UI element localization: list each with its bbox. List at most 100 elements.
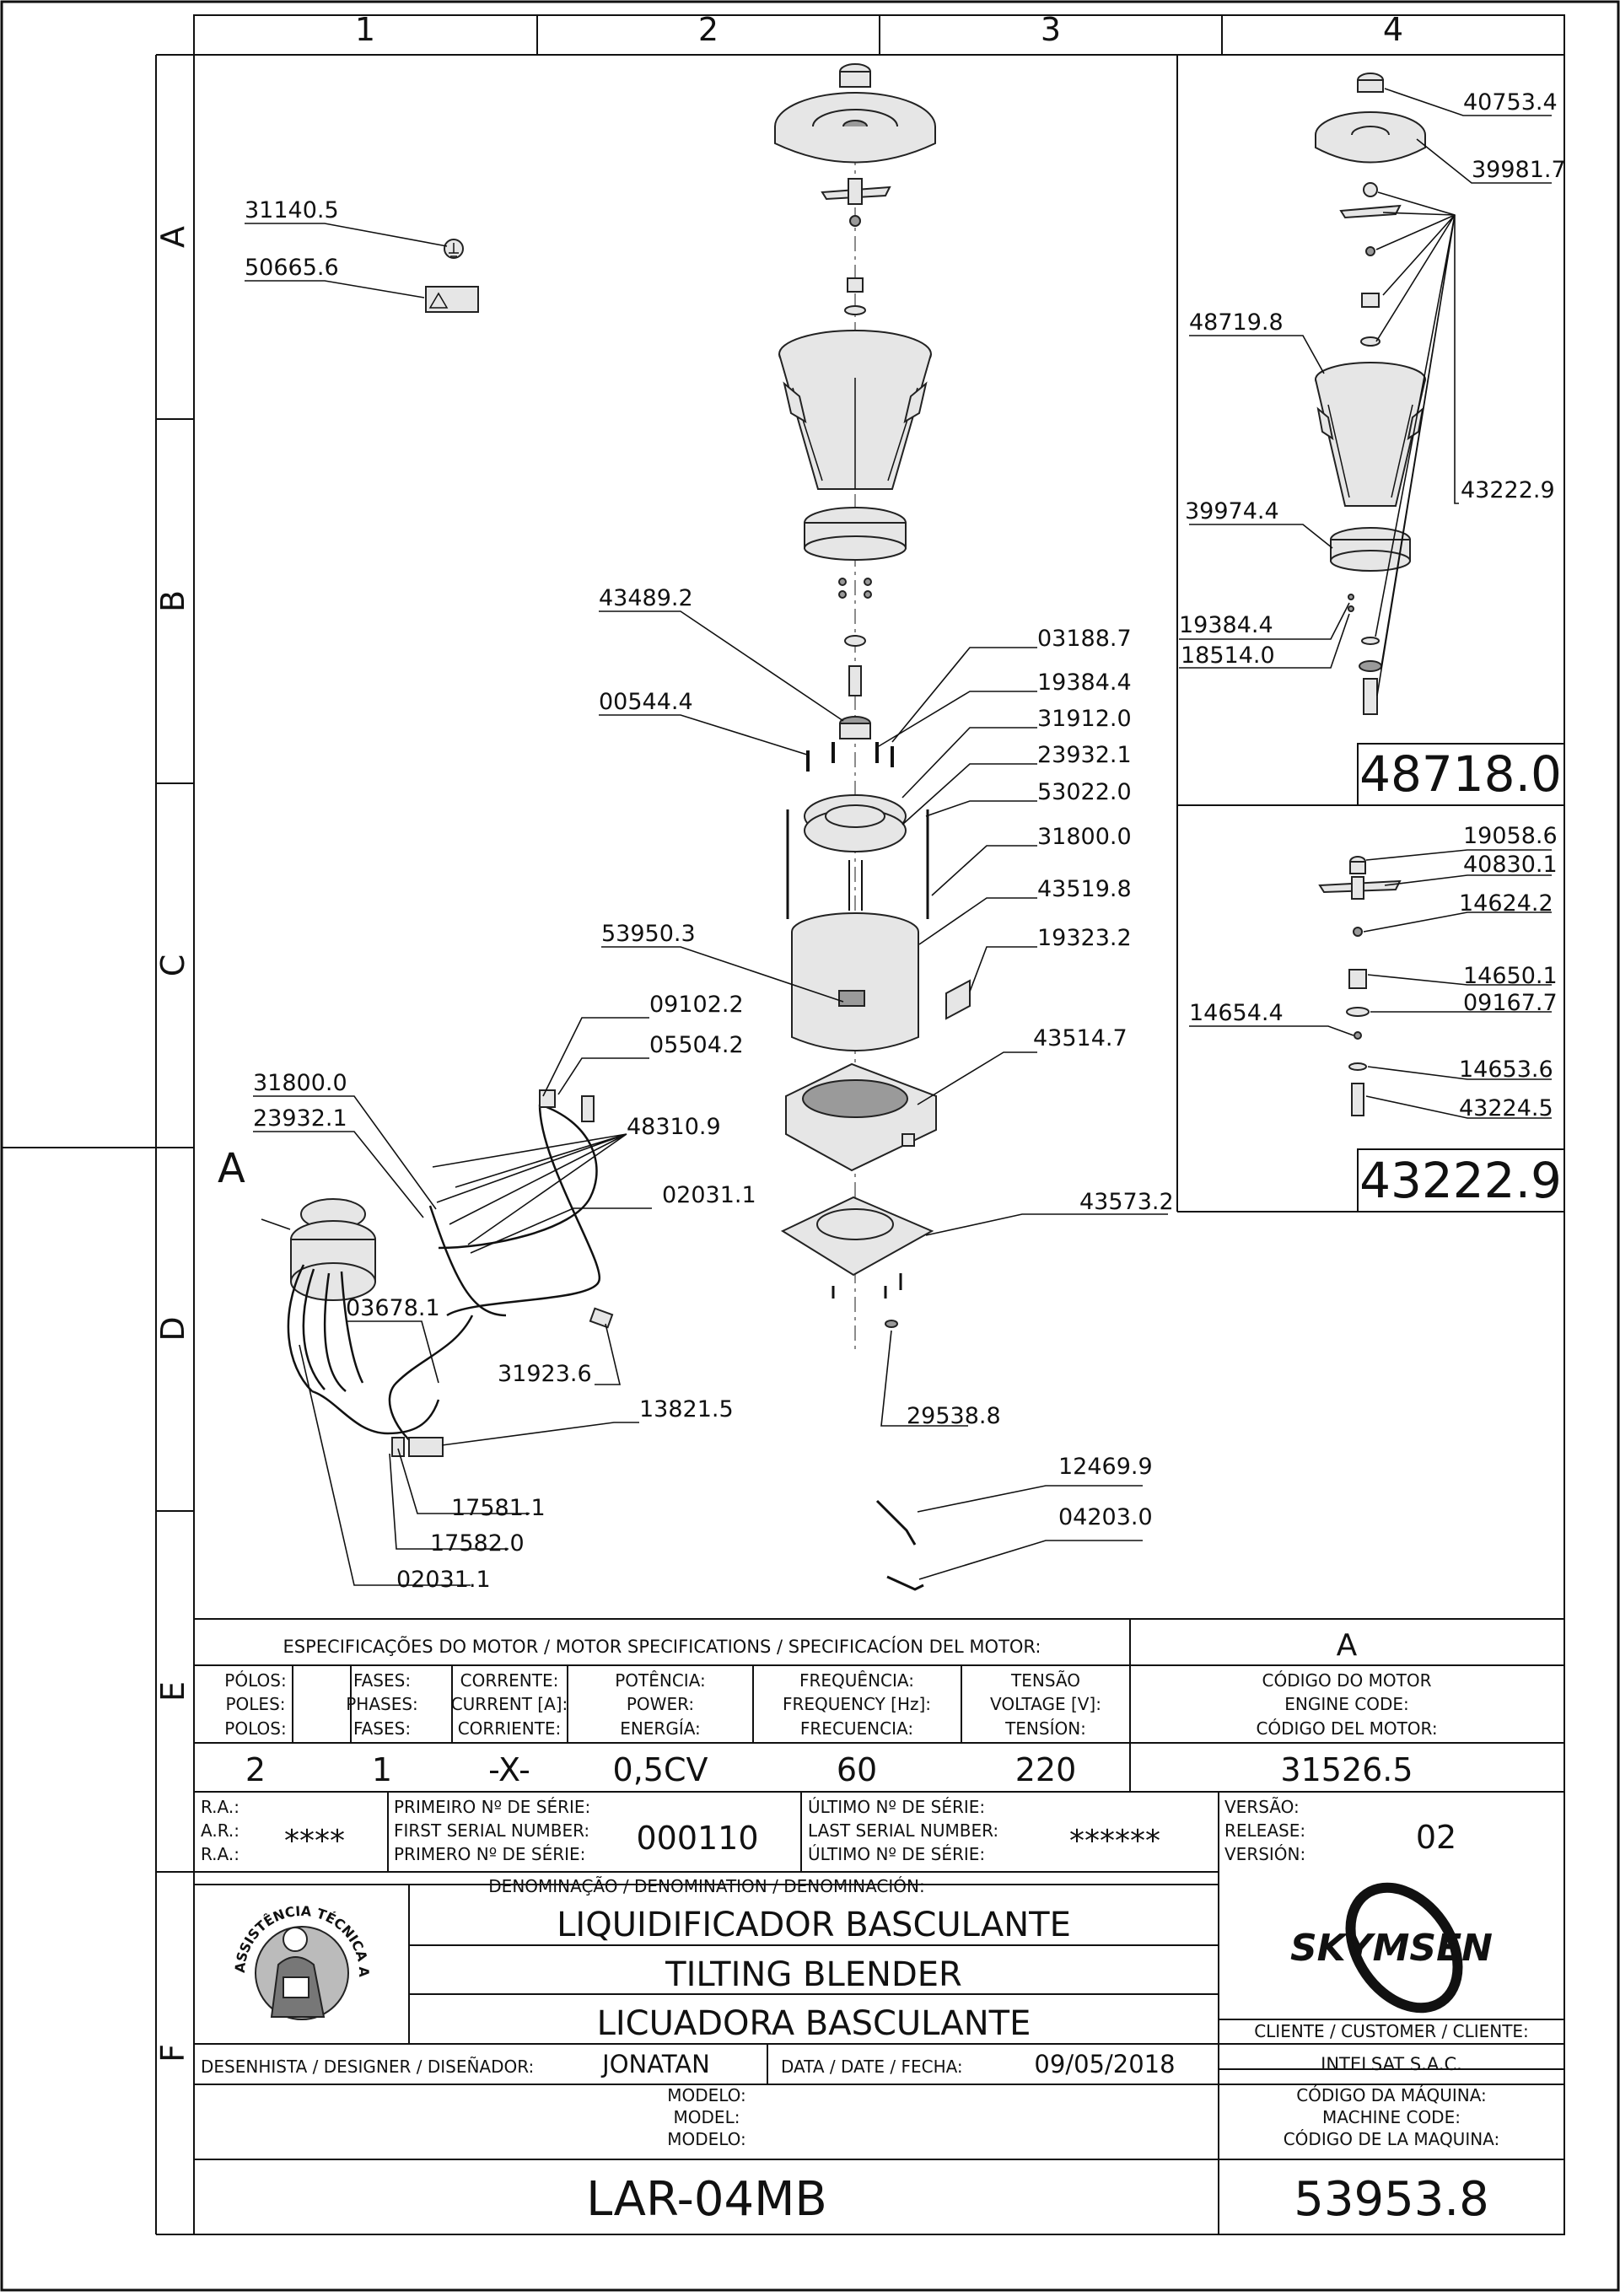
- motor-wiring-assembly: [287, 239, 614, 1457]
- part-label-43514: 43514.7: [1033, 1025, 1128, 1051]
- ra-value: ****: [284, 1824, 345, 1858]
- part-label-17582: 17582.0: [430, 1530, 525, 1557]
- blade-assembly-detail: [1318, 856, 1402, 1116]
- first-serial-value: 000110: [636, 1820, 758, 1857]
- leader-lines: [245, 88, 1552, 1586]
- voltage-label-en: VOLTAGE [V]:: [990, 1694, 1101, 1714]
- part-label-29538: 29538.8: [907, 1403, 1001, 1429]
- part-label-03678: 03678.1: [346, 1295, 440, 1321]
- grid-row-a: A: [154, 226, 191, 248]
- grid-row-d: D: [154, 1316, 191, 1341]
- ra-label-pt: R.A.:: [201, 1797, 240, 1817]
- last-serial-label-pt: ÚLTIMO Nº DE SÉRIE:: [808, 1797, 985, 1817]
- part-label-14653: 14653.6: [1459, 1057, 1553, 1083]
- phases-label-pt: FASES:: [353, 1670, 411, 1691]
- grid-column-4: 4: [1383, 11, 1403, 48]
- engine-code-value: 31526.5: [1280, 1751, 1413, 1788]
- central-exploded-view: [774, 63, 971, 1591]
- part-label-23932-mid: 23932.1: [1037, 742, 1132, 768]
- part-label-48310: 48310.9: [627, 1114, 721, 1140]
- motor-spec-header: ESPECIFICAÇÕES DO MOTOR / MOTOR SPECIFIC…: [283, 1635, 1041, 1657]
- machine-code-label-en: MACHINE CODE:: [1322, 2107, 1461, 2127]
- frequency-label-es: FRECUENCIA:: [800, 1718, 913, 1739]
- customer-value: INTELSAT S.A.C.: [1321, 2054, 1462, 2074]
- part-label-02031-a: 02031.1: [662, 1182, 756, 1208]
- detail-marker-a: A: [218, 1145, 245, 1192]
- part-label-43222: 43222.9: [1461, 477, 1555, 503]
- model-label-en: MODEL:: [674, 2107, 740, 2127]
- first-serial-label-en: FIRST SERIAL NUMBER:: [394, 1820, 589, 1841]
- designer-label: DESENHISTA / DESIGNER / DISEÑADOR:: [201, 2057, 534, 2077]
- part-number-labels: 31140.5 50665.6 43489.2 00544.4 53950.3 …: [245, 89, 1566, 1593]
- version-label-en: RELEASE:: [1224, 1820, 1305, 1841]
- poles-label-es: POLOS:: [224, 1718, 286, 1739]
- voltage-label-es: TENSÍON:: [1004, 1718, 1086, 1739]
- model-value: LAR-04MB: [586, 2172, 827, 2227]
- grid-row-f: F: [154, 2044, 191, 2062]
- machine-code-label-es: CÓDIGO DE LA MAQUINA:: [1284, 2129, 1500, 2149]
- power-label-es: ENERGÍA:: [620, 1718, 701, 1739]
- engine-code-label-en: ENGINE CODE:: [1284, 1694, 1408, 1714]
- model-label-es: MODELO:: [667, 2129, 746, 2149]
- grid-row-e: E: [154, 1681, 191, 1702]
- part-label-09167: 09167.7: [1463, 990, 1558, 1016]
- part-label-43573: 43573.2: [1079, 1189, 1174, 1215]
- part-label-43489: 43489.2: [599, 585, 693, 611]
- frequency-label-en: FREQUENCY [Hz]:: [783, 1694, 931, 1714]
- part-label-19384-mid: 19384.4: [1037, 669, 1132, 696]
- detail-code-48718: 48718.0: [1359, 745, 1562, 803]
- part-label-43519: 43519.8: [1037, 876, 1132, 902]
- designer-value: JONATAN: [600, 2050, 710, 2078]
- first-serial-label-es: PRIMERO Nº DE SÉRIE:: [394, 1844, 585, 1864]
- skymsen-logo: SKYMSEN: [1290, 1882, 1493, 2014]
- phases-label-es: FASES:: [353, 1718, 411, 1739]
- part-label-23932-left: 23932.1: [253, 1105, 347, 1132]
- machine-code-value: 53953.8: [1294, 2172, 1489, 2227]
- current-label-pt: CORRENTE:: [460, 1670, 559, 1691]
- motor-section-letter: A: [1337, 1628, 1358, 1663]
- last-serial-label-en: LAST SERIAL NUMBER:: [808, 1820, 998, 1841]
- version-value: 02: [1416, 1819, 1456, 1856]
- current-label-en: CURRENT [A]:: [451, 1694, 568, 1714]
- grid-column-3: 3: [1041, 11, 1061, 48]
- model-label-pt: MODELO:: [667, 2085, 746, 2105]
- current-label-es: CORRIENTE:: [458, 1718, 562, 1739]
- part-label-31800-mid: 31800.0: [1037, 824, 1132, 850]
- part-label-00544: 00544.4: [599, 689, 693, 715]
- part-label-31912: 31912.0: [1037, 706, 1132, 732]
- poles-label-en: POLES:: [225, 1694, 285, 1714]
- phases-label-en: PHASES:: [346, 1694, 418, 1714]
- date-label: DATA / DATE / FECHA:: [781, 2057, 963, 2077]
- part-label-04203: 04203.0: [1058, 1504, 1153, 1530]
- part-label-14624: 14624.2: [1459, 890, 1553, 917]
- svg-text:ASSISTÊNCIA TÉCNICA AUTORIZADA: ASSISTÊNCIA TÉCNICA AUTORIZADA: [0, 0, 372, 1978]
- part-label-40753: 40753.4: [1463, 89, 1558, 116]
- frequency-label-pt: FREQUÊNCIA:: [799, 1670, 914, 1691]
- power-value: 0,5CV: [613, 1751, 708, 1788]
- part-label-40830: 40830.1: [1463, 852, 1558, 878]
- date-value: 09/05/2018: [1034, 2050, 1175, 2078]
- grid-row-c: C: [154, 954, 191, 977]
- part-label-02031-b: 02031.1: [396, 1567, 491, 1593]
- part-label-50665: 50665.6: [245, 255, 339, 281]
- grid-column-1: 1: [355, 11, 375, 48]
- part-label-31800-left: 31800.0: [253, 1070, 347, 1096]
- last-serial-label-es: ÚLTIMO Nº DE SÉRIE:: [808, 1844, 985, 1864]
- part-label-05504: 05504.2: [649, 1032, 744, 1058]
- power-label-pt: POTÊNCIA:: [615, 1670, 706, 1691]
- title-block: ESPECIFICAÇÕES DO MOTOR / MOTOR SPECIFIC…: [0, 0, 1564, 2234]
- part-label-48719: 48719.8: [1189, 309, 1284, 336]
- part-label-18514: 18514.0: [1181, 643, 1275, 669]
- poles-label-pt: PÓLOS:: [224, 1670, 286, 1691]
- voltage-value: 220: [1015, 1751, 1077, 1788]
- part-label-09102: 09102.2: [649, 992, 744, 1018]
- grid-column-2: 2: [698, 11, 719, 48]
- frequency-value: 60: [837, 1751, 877, 1788]
- poles-value: 2: [245, 1751, 266, 1788]
- phases-value: 1: [372, 1751, 392, 1788]
- voltage-label-pt: TENSÃO: [1010, 1670, 1080, 1691]
- engine-code-label-es: CÓDIGO DEL MOTOR:: [1256, 1718, 1437, 1739]
